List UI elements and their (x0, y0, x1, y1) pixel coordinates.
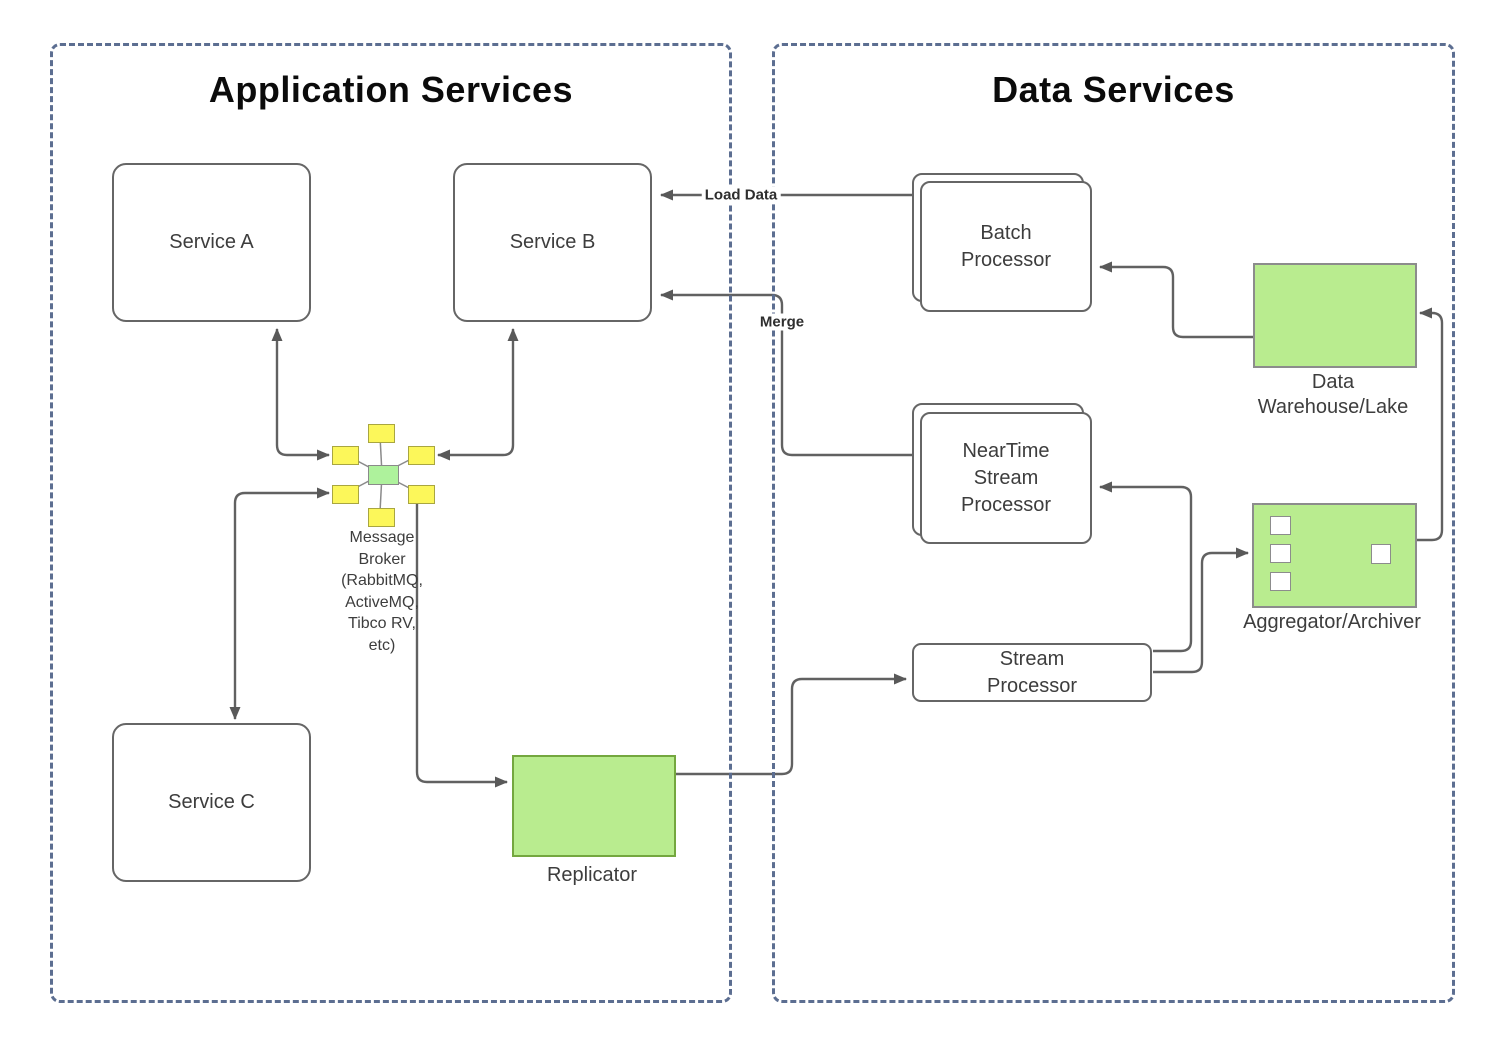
node-stream-processor: Stream Processor (912, 643, 1152, 702)
broker-square-top (368, 424, 395, 443)
broker-square-bottom-left (332, 485, 359, 504)
container-application-services: Application Services (50, 43, 732, 1003)
data-services-title: Data Services (992, 69, 1235, 110)
edge-servicec-broker (229, 487, 330, 720)
container-data-services: Data Services (772, 43, 1455, 1003)
edge-streamprocessor-neartime (1099, 481, 1193, 653)
replicator-label: Replicator (546, 864, 638, 886)
edge-broker-replicator (415, 503, 508, 788)
node-service-c: Service C (112, 723, 311, 882)
node-replicator (512, 755, 676, 857)
stream-processor-label: Stream Processor (986, 647, 1078, 697)
edge-aggregator-warehouse (1414, 307, 1444, 542)
neartime-stream-processor-label: NearTime Stream Processor (920, 412, 1092, 544)
service-c-label: Service C (168, 791, 255, 813)
node-service-b: Service B (453, 163, 652, 322)
service-a-label: Service A (169, 231, 254, 253)
batch-processor-label: Batch Processor (920, 181, 1092, 312)
merge-edge-label: Merge (756, 313, 808, 331)
broker-square-top-right (408, 446, 435, 465)
load-data-edge-label: Load Data (701, 186, 781, 204)
node-data-warehouse (1253, 263, 1417, 368)
hub-and-spoke-icon (368, 465, 399, 485)
edge-warehouse-batch (1099, 261, 1253, 339)
aggregator-square-2 (1270, 544, 1291, 563)
edge-neartime-serviceb-merge (660, 289, 912, 457)
node-service-a: Service A (112, 163, 311, 322)
edge-streamprocessor-aggregator (1153, 547, 1249, 674)
edge-servicea-broker (271, 328, 330, 461)
broker-square-top-left (332, 446, 359, 465)
aggregator-archiver-label: Aggregator/Archiver (1243, 611, 1421, 633)
application-services-title: Application Services (208, 69, 574, 110)
broker-square-bottom (368, 508, 395, 527)
aggregator-square-1 (1270, 516, 1291, 535)
edge-serviceb-broker (437, 328, 519, 461)
aggregator-square-3 (1270, 572, 1291, 591)
message-broker-label: Message Broker (RabbitMQ, ActiveMQ, Tibc… (341, 529, 423, 654)
broker-square-bottom-right (408, 485, 435, 504)
aggregator-square-output (1371, 544, 1391, 564)
edge-replicator-streamprocessor (673, 673, 907, 776)
service-b-label: Service B (509, 231, 596, 253)
data-warehouse-label: Data Warehouse/Lake (1257, 371, 1409, 418)
